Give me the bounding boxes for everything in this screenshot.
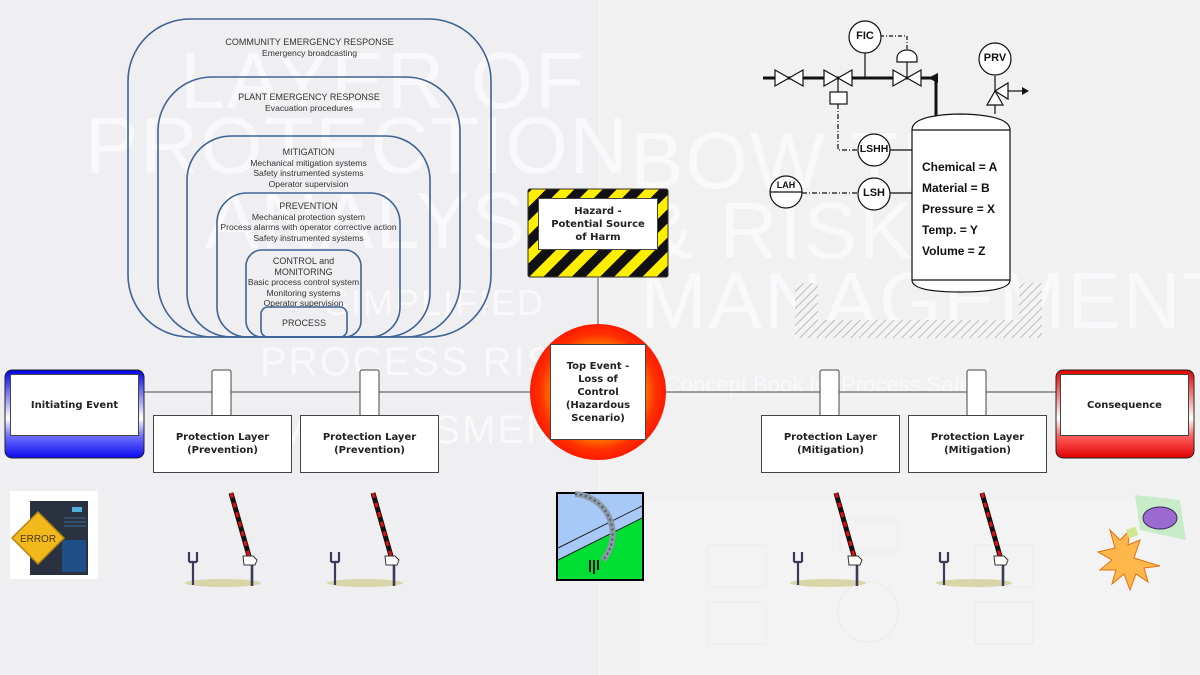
watermark-lopa-1: LAYER OF — [180, 36, 586, 125]
lshh-instrument — [857, 133, 891, 167]
consequence-box[interactable]: Consequence — [1060, 374, 1189, 436]
vessel-property-volume: Volume = Z — [922, 244, 986, 258]
watermark-process-risk: PROCESS RISK — [260, 340, 585, 384]
top-event-box[interactable]: Top Event - Loss of Control (Hazardous S… — [550, 344, 646, 440]
explosion-icon — [1096, 495, 1186, 592]
mitigation-layer-1-box[interactable]: Protection Layer (Mitigation) — [761, 415, 900, 473]
onion-plant-label: PLANT EMERGENCY RESPONSE Evacuation proc… — [238, 92, 380, 113]
tank-foundation — [795, 283, 1042, 338]
barrier-gate-icon-4 — [936, 493, 1012, 587]
barrier-gate-icon-2 — [327, 493, 403, 587]
fic-instrument — [848, 20, 882, 54]
pid-diagram — [763, 20, 1042, 338]
onion-prevention-label: PREVENTION Mechanical protection system … — [220, 201, 397, 243]
onion-community-label: COMMUNITY EMERGENCY RESPONSE Emergency b… — [225, 37, 394, 58]
initiating-event-box[interactable]: Initiating Event — [10, 374, 139, 436]
watermark-lopa-2: PROTECTION — [85, 101, 630, 190]
lshh-label: LSHH — [859, 143, 889, 155]
barrier-gate-icon-1 — [185, 493, 261, 587]
lsh-instrument — [857, 177, 891, 211]
barrier-gate-icon-3 — [790, 493, 866, 587]
prv-label: PRV — [983, 52, 1007, 64]
onion-mitigation-label: MITIGATION Mechanical mitigation systems… — [250, 147, 367, 189]
mitigation-layer-2-box[interactable]: Protection Layer (Mitigation) — [908, 415, 1047, 473]
pipe-leak-icon — [556, 491, 644, 581]
lopa-onion-diagram — [127, 18, 492, 338]
vessel-property-temp: Temp. = Y — [922, 223, 978, 237]
prevention-layer-1-box[interactable]: Protection Layer (Prevention) — [153, 415, 292, 473]
fic-label: FIC — [856, 30, 874, 42]
control-valve-2 — [823, 68, 853, 105]
control-valve-3 — [892, 49, 922, 88]
onion-process-label: PROCESS — [281, 318, 326, 328]
hazard-box[interactable]: Hazard - Potential Source of Harm — [538, 198, 658, 250]
onion-control-label: CONTROL and MONITORING Basic process con… — [247, 256, 360, 308]
vessel-property-pressure: Pressure = X — [922, 202, 996, 216]
lsh-label: LSH — [863, 187, 885, 199]
lah-label: LAH — [776, 180, 796, 190]
server-error-icon: ERROR — [10, 491, 98, 579]
error-sign-label: ERROR — [20, 534, 56, 545]
prv-instrument — [978, 42, 1012, 76]
gate-valve-1 — [774, 68, 804, 88]
vessel-property-chemical: Chemical = A — [922, 160, 998, 174]
onion-layer-process — [260, 306, 348, 338]
vessel-property-material: Material = B — [922, 181, 990, 195]
prevention-layer-2-box[interactable]: Protection Layer (Prevention) — [300, 415, 439, 473]
